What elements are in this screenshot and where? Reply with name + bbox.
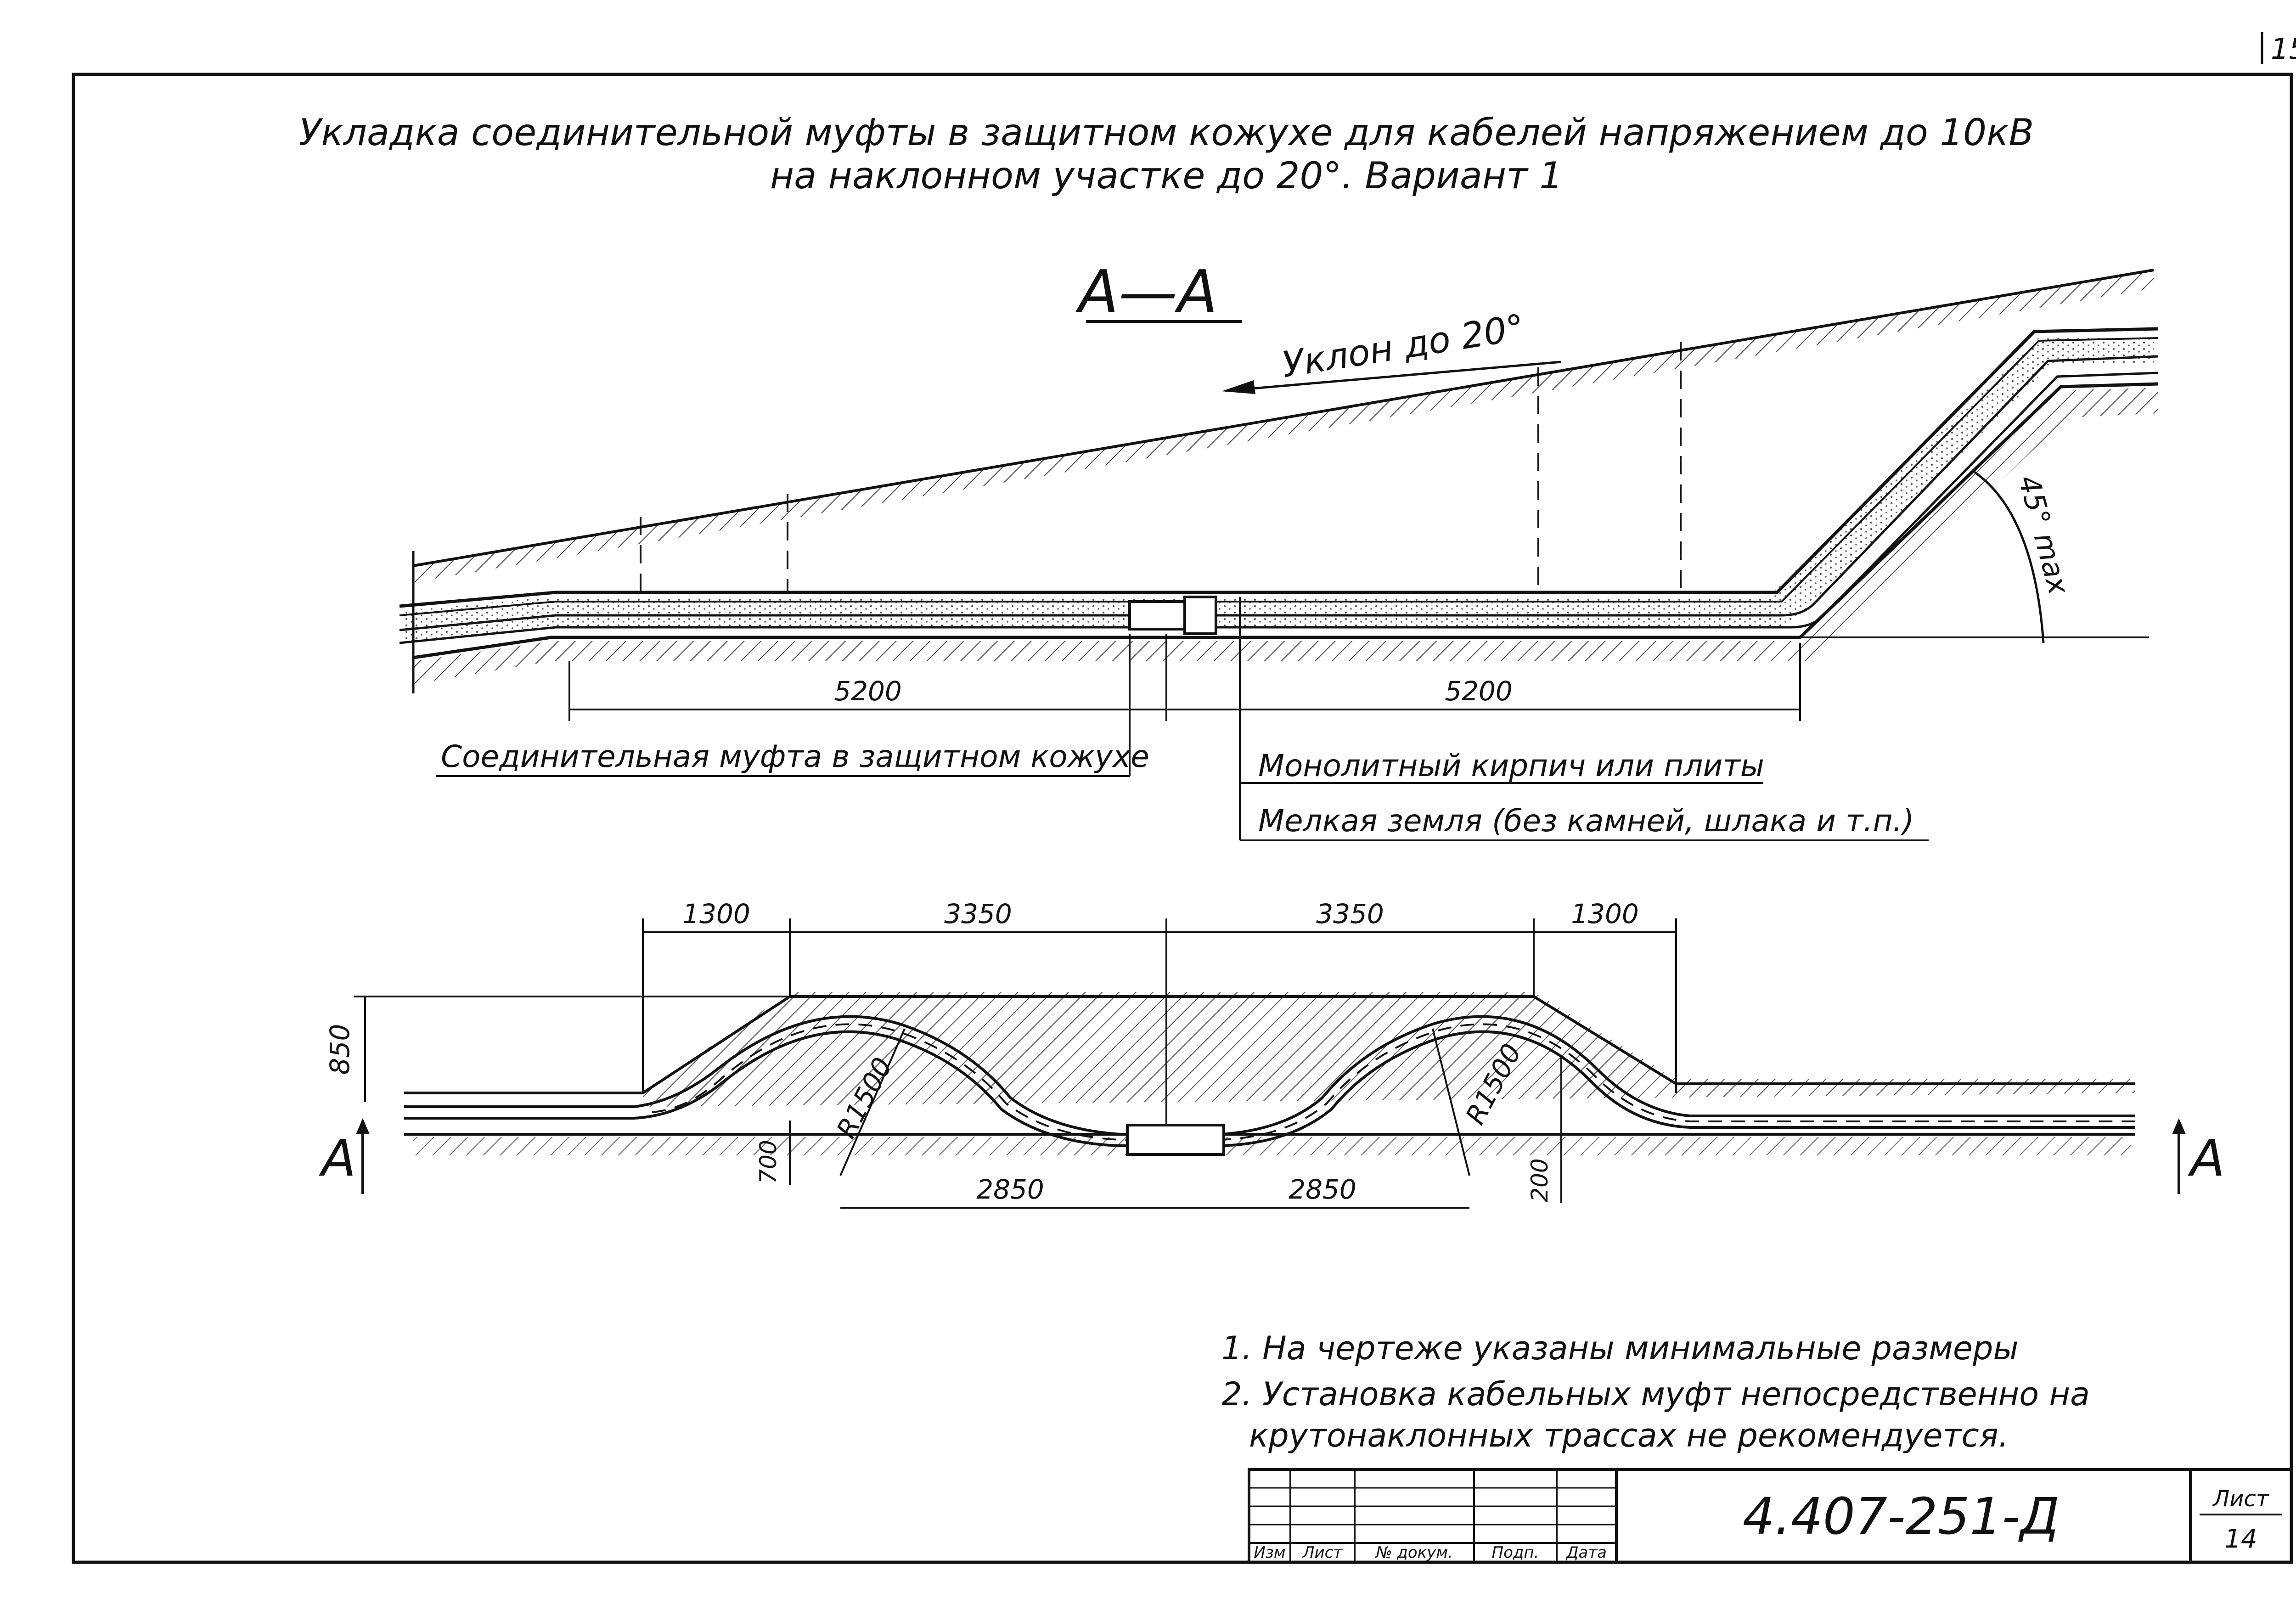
mound-outline xyxy=(404,995,2135,1094)
dim-top-4: 1300 xyxy=(1571,898,1639,929)
depth-left: 700 xyxy=(755,1140,782,1183)
sheet-label: Лист xyxy=(2212,1486,2270,1512)
label-soil: Мелкая земля (без камней, шлака и т.п.) xyxy=(1258,803,1914,839)
tb-col-sign: Подп. xyxy=(1492,1543,1539,1562)
dim-top-2: 3350 xyxy=(944,898,1012,929)
dashed-verticals xyxy=(640,342,1682,592)
radius-right-leader xyxy=(1432,1028,1470,1176)
brick-slab-line xyxy=(399,327,2159,608)
lower-floor-hatch xyxy=(413,1137,2131,1155)
slope-arrow-line xyxy=(1230,360,1562,392)
title-block: Изм Лист № докум. Подп. Дата 4.407-251-Д… xyxy=(1248,1468,2293,1564)
document-code: 4.407-251-Д xyxy=(1743,1487,2060,1546)
section-label: А—А xyxy=(1075,258,1217,327)
dim-height: 850 xyxy=(324,1024,355,1075)
tb-col-izm: Изм xyxy=(1254,1543,1285,1562)
depth-right: 200 xyxy=(1526,1158,1553,1202)
angle-arc xyxy=(1974,471,2045,643)
title-line-2: на наклонном участке до 20°. Вариант 1 xyxy=(770,154,1563,197)
cut-mark-left: А xyxy=(319,1129,356,1188)
tb-col-doc: № докум. xyxy=(1375,1543,1453,1562)
lower-plan-view: 1300 3350 3350 1300 850 R1500 R1500 700 … xyxy=(319,898,2225,1209)
title-line-1: Укладка соединительной муфты в защитном … xyxy=(299,111,2034,154)
trench-bottom-hatch xyxy=(413,388,2158,684)
mound-fill xyxy=(643,992,2135,1107)
dim-upper-left: 5200 xyxy=(834,676,902,707)
label-coupling: Соединительная муфта в защитном кожухе xyxy=(441,739,1149,774)
slope-arrowhead xyxy=(1221,380,1255,394)
dim-top-1: 1300 xyxy=(682,898,750,929)
trench-soil-fill xyxy=(404,338,2154,643)
radius-left-leader xyxy=(839,1028,906,1176)
dim-bottom-1: 2850 xyxy=(976,1174,1044,1205)
coupling-upper xyxy=(1128,600,1186,631)
note-2: 2. Установка кабельных муфт непосредстве… xyxy=(1221,1375,2090,1413)
slope-ground-hatch xyxy=(413,270,2154,582)
coupling-upper-sleeve xyxy=(1183,596,1217,635)
dim-bottom-2: 2850 xyxy=(1289,1174,1356,1205)
cut-mark-right-arrow xyxy=(2172,1118,2186,1134)
coupling-lower xyxy=(1126,1124,1225,1156)
dim-top-3: 3350 xyxy=(1316,898,1384,929)
label-brick: Монолитный кирпич или плиты xyxy=(1258,748,1764,783)
slope-label: Уклон до 20° xyxy=(1279,307,1527,386)
page-number: 15 xyxy=(2271,32,2296,66)
slope-ground-surface xyxy=(413,269,2154,567)
note-3: крутонаклонных трассах не рекомендуется. xyxy=(1249,1417,2009,1454)
sheet-number: 14 xyxy=(2224,1524,2257,1554)
tb-col-date: Дата xyxy=(1565,1543,1607,1562)
tb-col-list: Лист xyxy=(1302,1543,1343,1562)
cut-mark-right: А xyxy=(2188,1129,2225,1188)
brick-slab-line-2 xyxy=(399,337,2159,616)
dim-upper-right: 5200 xyxy=(1445,676,1513,707)
upper-section-view: Уклон до 20° 45° max 5200 5 xyxy=(399,269,2159,841)
cable-line-upper xyxy=(399,355,2159,631)
note-1: 1. На чертеже указаны минимальные размер… xyxy=(1221,1329,2019,1367)
cut-mark-left-arrow xyxy=(356,1118,370,1134)
